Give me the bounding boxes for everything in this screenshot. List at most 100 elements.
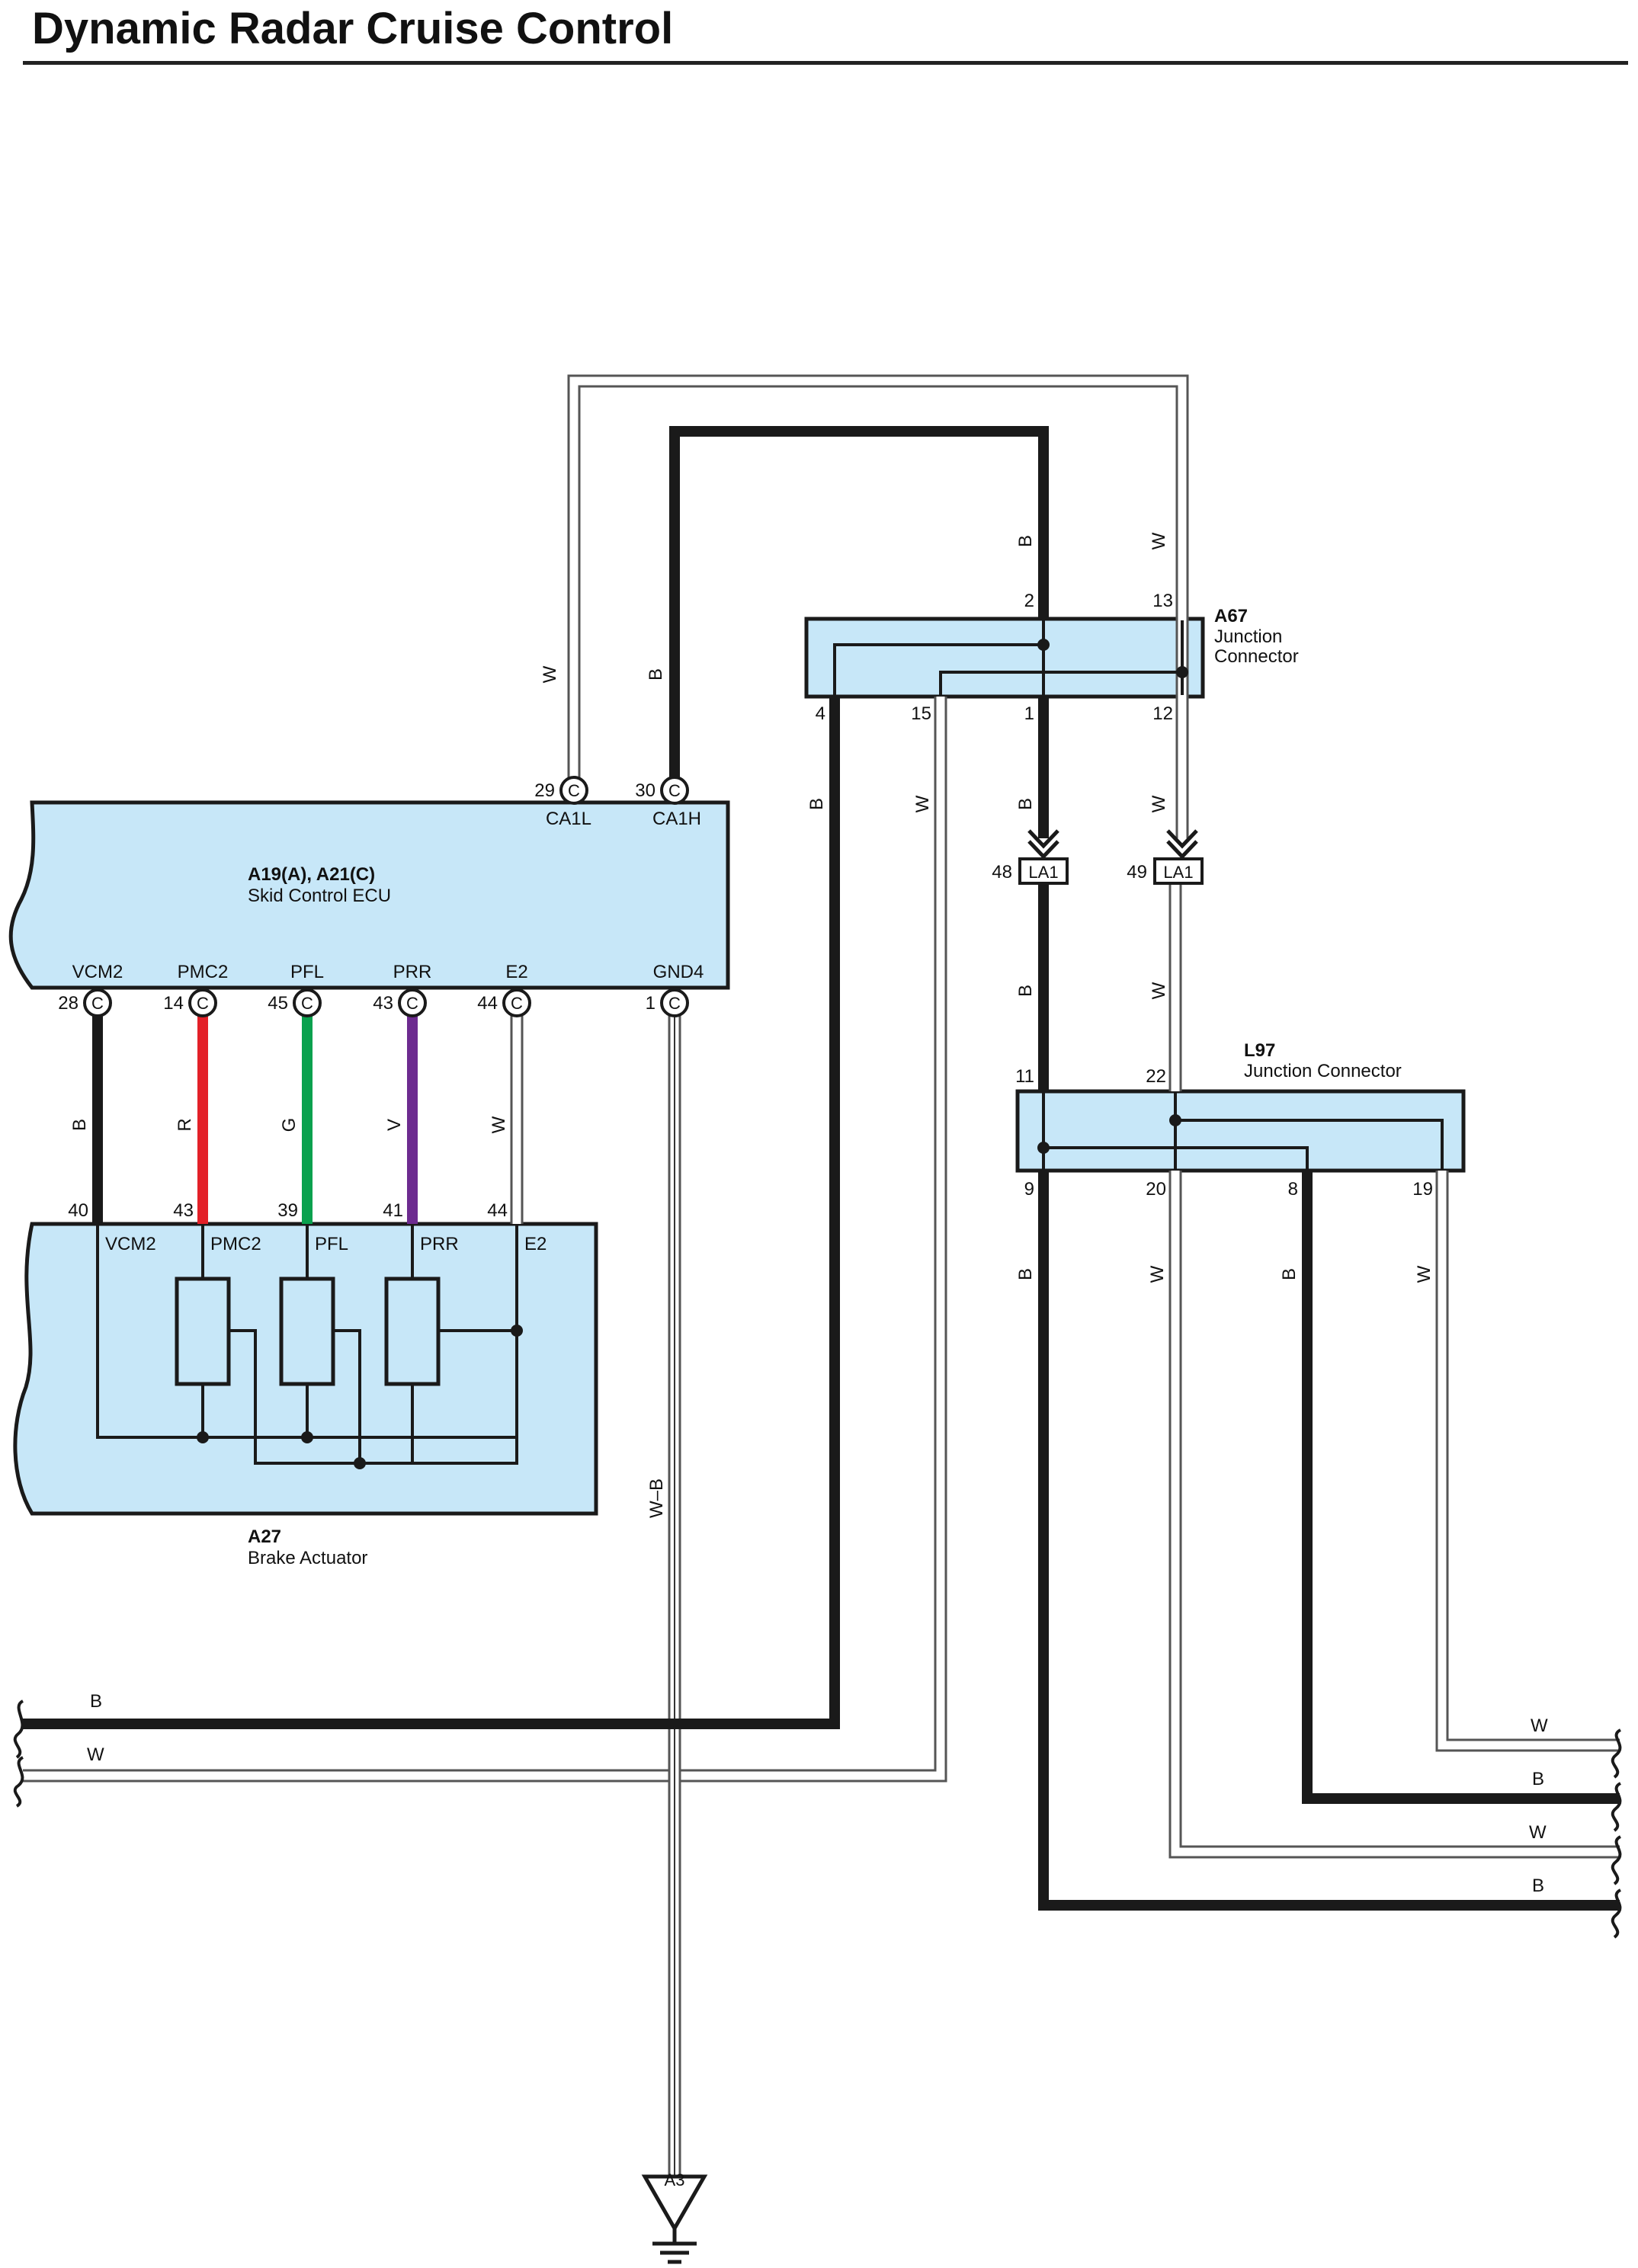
wire-label-right-3: W bbox=[1529, 1822, 1547, 1843]
ecu-pin-circles bbox=[83, 776, 689, 1017]
ecu-pin-29-conn: C bbox=[568, 781, 580, 800]
l97-junction-connector-body bbox=[1015, 1089, 1466, 1173]
ecu-pin-1-num: 1 bbox=[646, 993, 656, 1014]
a67-pin-13: 13 bbox=[1152, 591, 1173, 611]
ecu-pin-1-name: GND4 bbox=[653, 962, 704, 982]
ecu-pin-43-name: PRR bbox=[393, 962, 432, 982]
wire-label-ca1h: B bbox=[646, 668, 666, 681]
wire-label-pmc2: R bbox=[175, 1118, 195, 1131]
a67-pin-1: 1 bbox=[1024, 703, 1034, 724]
a67-id: A67 bbox=[1214, 606, 1248, 626]
act-pin-40-num: 40 bbox=[68, 1200, 88, 1221]
act-pin-43-name: PMC2 bbox=[210, 1234, 261, 1254]
act-pin-44-num: 44 bbox=[487, 1200, 508, 1221]
wire-label-right-4: B bbox=[1532, 1876, 1544, 1896]
wire-label-pfl: G bbox=[279, 1118, 300, 1132]
a67-name-1: Junction bbox=[1214, 626, 1282, 647]
ecu-pin-30-num: 30 bbox=[635, 780, 656, 801]
pfl-solenoid bbox=[279, 1277, 335, 1386]
ecu-pin-44-name: E2 bbox=[505, 962, 527, 982]
pmc2-solenoid bbox=[175, 1277, 231, 1386]
black-wires bbox=[23, 426, 1620, 1911]
white-wires bbox=[23, 374, 1620, 2180]
ecu-pin-14-conn: C bbox=[197, 994, 209, 1013]
la1-49-num: 49 bbox=[1127, 862, 1147, 883]
act-pin-39-name: PFL bbox=[315, 1234, 348, 1254]
l97-pin-20: 20 bbox=[1146, 1179, 1166, 1200]
ground-id: A3 bbox=[665, 2170, 685, 2190]
wire-label-l97-out8: B bbox=[1279, 1268, 1300, 1280]
wire-label-la1-48: B bbox=[1015, 985, 1036, 997]
ecu-pin-30-name: CA1H bbox=[652, 809, 701, 829]
a67-pin-15: 15 bbox=[911, 703, 931, 724]
ecu-pin-30-conn: C bbox=[668, 781, 681, 800]
a67-pin-2: 2 bbox=[1024, 591, 1034, 611]
ecu-pin-44-num: 44 bbox=[477, 993, 498, 1014]
act-pin-43-num: 43 bbox=[173, 1200, 194, 1221]
l97-name: Junction Connector bbox=[1244, 1061, 1402, 1081]
page-title: Dynamic Radar Cruise Control bbox=[32, 4, 674, 53]
actuator-id: A27 bbox=[248, 1526, 281, 1547]
ecu-pin-29-name: CA1L bbox=[546, 809, 591, 829]
junction-dots bbox=[1037, 639, 1188, 1154]
wire-label-left-b: B bbox=[90, 1691, 102, 1712]
wire-label-la1-49: W bbox=[1149, 982, 1169, 999]
la1-48-name: LA1 bbox=[1028, 863, 1058, 882]
wire-label-a67-out4: B bbox=[806, 798, 827, 810]
ecu-pin-1-conn: C bbox=[668, 994, 681, 1013]
wire-label-l97-out19: W bbox=[1414, 1265, 1434, 1283]
l97-pin-8: 8 bbox=[1288, 1179, 1298, 1200]
wire-label-right-1: W bbox=[1531, 1715, 1548, 1736]
colored-wires bbox=[197, 1003, 418, 1224]
wire-label-gnd4: W–B bbox=[646, 1478, 667, 1518]
l97-pin-19: 19 bbox=[1412, 1179, 1433, 1200]
la1-connector-49 bbox=[1153, 857, 1204, 885]
ecu-pin-45-name: PFL bbox=[290, 962, 324, 982]
la1-49-name: LA1 bbox=[1163, 863, 1193, 882]
ecu-pin-14-name: PMC2 bbox=[178, 962, 229, 982]
ecu-pin-45-conn: C bbox=[301, 994, 313, 1013]
act-pin-41-num: 41 bbox=[383, 1200, 403, 1221]
ecu-pin-28-num: 28 bbox=[58, 993, 79, 1014]
act-pin-40-name: VCM2 bbox=[105, 1234, 156, 1254]
wire-label-left-w: W bbox=[87, 1744, 104, 1765]
wire-label-l97-out20: W bbox=[1147, 1265, 1168, 1283]
wire-break-marks bbox=[13, 1699, 1622, 1939]
act-pin-39-num: 39 bbox=[277, 1200, 298, 1221]
actuator-solenoids bbox=[175, 1277, 441, 1386]
la1-48-num: 48 bbox=[992, 862, 1012, 883]
ecu-pin-14-num: 14 bbox=[163, 993, 184, 1014]
a67-junction-connector-body bbox=[804, 617, 1205, 699]
ecu-pin-29-num: 29 bbox=[534, 780, 555, 801]
ecu-name: Skid Control ECU bbox=[248, 886, 391, 906]
wire-label-a67-in2: B bbox=[1015, 535, 1036, 547]
la1-chevrons bbox=[1027, 829, 1198, 860]
a67-pin-4: 4 bbox=[816, 703, 825, 724]
ecu-pin-28-name: VCM2 bbox=[72, 962, 123, 982]
l97-pin-22: 22 bbox=[1146, 1066, 1166, 1087]
prr-solenoid bbox=[384, 1277, 441, 1386]
la1-connector-48 bbox=[1018, 857, 1069, 885]
wire-label-a67-out15: W bbox=[912, 795, 933, 812]
wire-label-e2: W bbox=[489, 1116, 509, 1133]
wire-label-a67-out1: B bbox=[1015, 798, 1036, 810]
title-underline bbox=[23, 61, 1628, 65]
wire-label-a67-out12: W bbox=[1149, 795, 1169, 812]
wire-label-prr: V bbox=[384, 1119, 405, 1131]
act-pin-41-name: PRR bbox=[420, 1234, 459, 1254]
l97-id: L97 bbox=[1244, 1040, 1275, 1061]
actuator-dots bbox=[197, 1325, 523, 1469]
l97-pin-11: 11 bbox=[1015, 1066, 1034, 1087]
wire-label-right-2: B bbox=[1532, 1769, 1544, 1789]
ground-symbol bbox=[641, 2174, 708, 2264]
ecu-pin-28-conn: C bbox=[91, 994, 104, 1013]
actuator-internal-circuit bbox=[96, 1225, 518, 1465]
ecu-pin-44-conn: C bbox=[511, 994, 523, 1013]
act-pin-44-name: E2 bbox=[524, 1234, 547, 1254]
ecu-id: A19(A), A21(C) bbox=[248, 864, 375, 885]
a67-name-2: Connector bbox=[1214, 646, 1299, 667]
actuator-name: Brake Actuator bbox=[248, 1548, 367, 1568]
wire-label-ca1l: W bbox=[540, 665, 560, 683]
ecu-pin-45-num: 45 bbox=[268, 993, 288, 1014]
